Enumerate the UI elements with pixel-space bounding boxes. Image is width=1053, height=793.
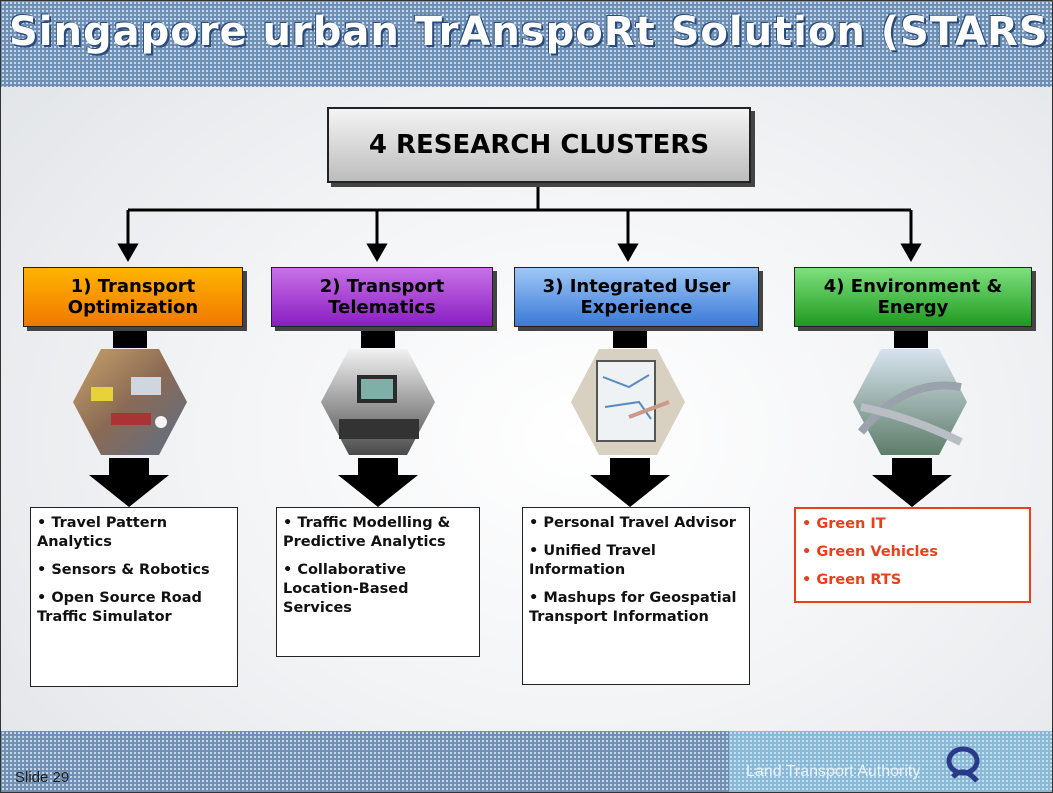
list-item: • Traffic Modelling & Predictive Analyti… — [283, 515, 451, 550]
cluster-3-label: 3) Integrated User Experience — [514, 267, 759, 327]
authority-name: Land Transport Authority — [746, 763, 921, 780]
slide-title: Singapore urban TrAnspoRt Solution (STAR… — [9, 9, 1053, 55]
cluster-1-label: 1) Transport Optimization — [23, 267, 243, 327]
list-item: • Green RTS — [802, 572, 902, 588]
traffic-photo-icon — [73, 349, 187, 455]
list-item: • Mashups for Geospatial Transport Infor… — [529, 590, 737, 625]
footer-bar — [1, 731, 729, 792]
cluster-4-items: • Green IT • Green Vehicles • Green RTS — [794, 507, 1031, 603]
list-item: • Green IT — [802, 516, 886, 532]
cluster-1-items: • Travel Pattern Analytics • Sensors & R… — [30, 507, 238, 687]
list-item: • Unified Travel Information — [529, 543, 656, 578]
list-item: • Green Vehicles — [802, 544, 938, 560]
list-item: • Personal Travel Advisor — [529, 515, 736, 531]
cluster-2-label: 2) Transport Telematics — [271, 267, 493, 327]
cluster-4-label: 4) Environment & Energy — [794, 267, 1032, 327]
cluster-2-items: • Traffic Modelling & Predictive Analyti… — [276, 507, 480, 657]
telematics-photo-icon — [321, 349, 435, 455]
lta-logo-icon — [946, 746, 980, 783]
list-item: • Open Source Road Traffic Simulator — [37, 590, 202, 625]
highway-photo-icon — [853, 349, 967, 455]
research-clusters-header: 4 RESEARCH CLUSTERS — [327, 107, 751, 183]
footer-logo-area — [729, 731, 1052, 792]
cluster-3-items: • Personal Travel Advisor • Unified Trav… — [522, 507, 750, 685]
list-item: • Travel Pattern Analytics — [37, 515, 168, 550]
slide-number: Slide 29 — [15, 769, 70, 786]
title-bar: Singapore urban TrAnspoRt Solution (STAR… — [1, 1, 1053, 87]
list-item: • Sensors & Robotics — [37, 562, 210, 578]
list-item: • Collaborative Location-Based Services — [283, 562, 409, 616]
map-screen-photo-icon — [571, 349, 685, 455]
